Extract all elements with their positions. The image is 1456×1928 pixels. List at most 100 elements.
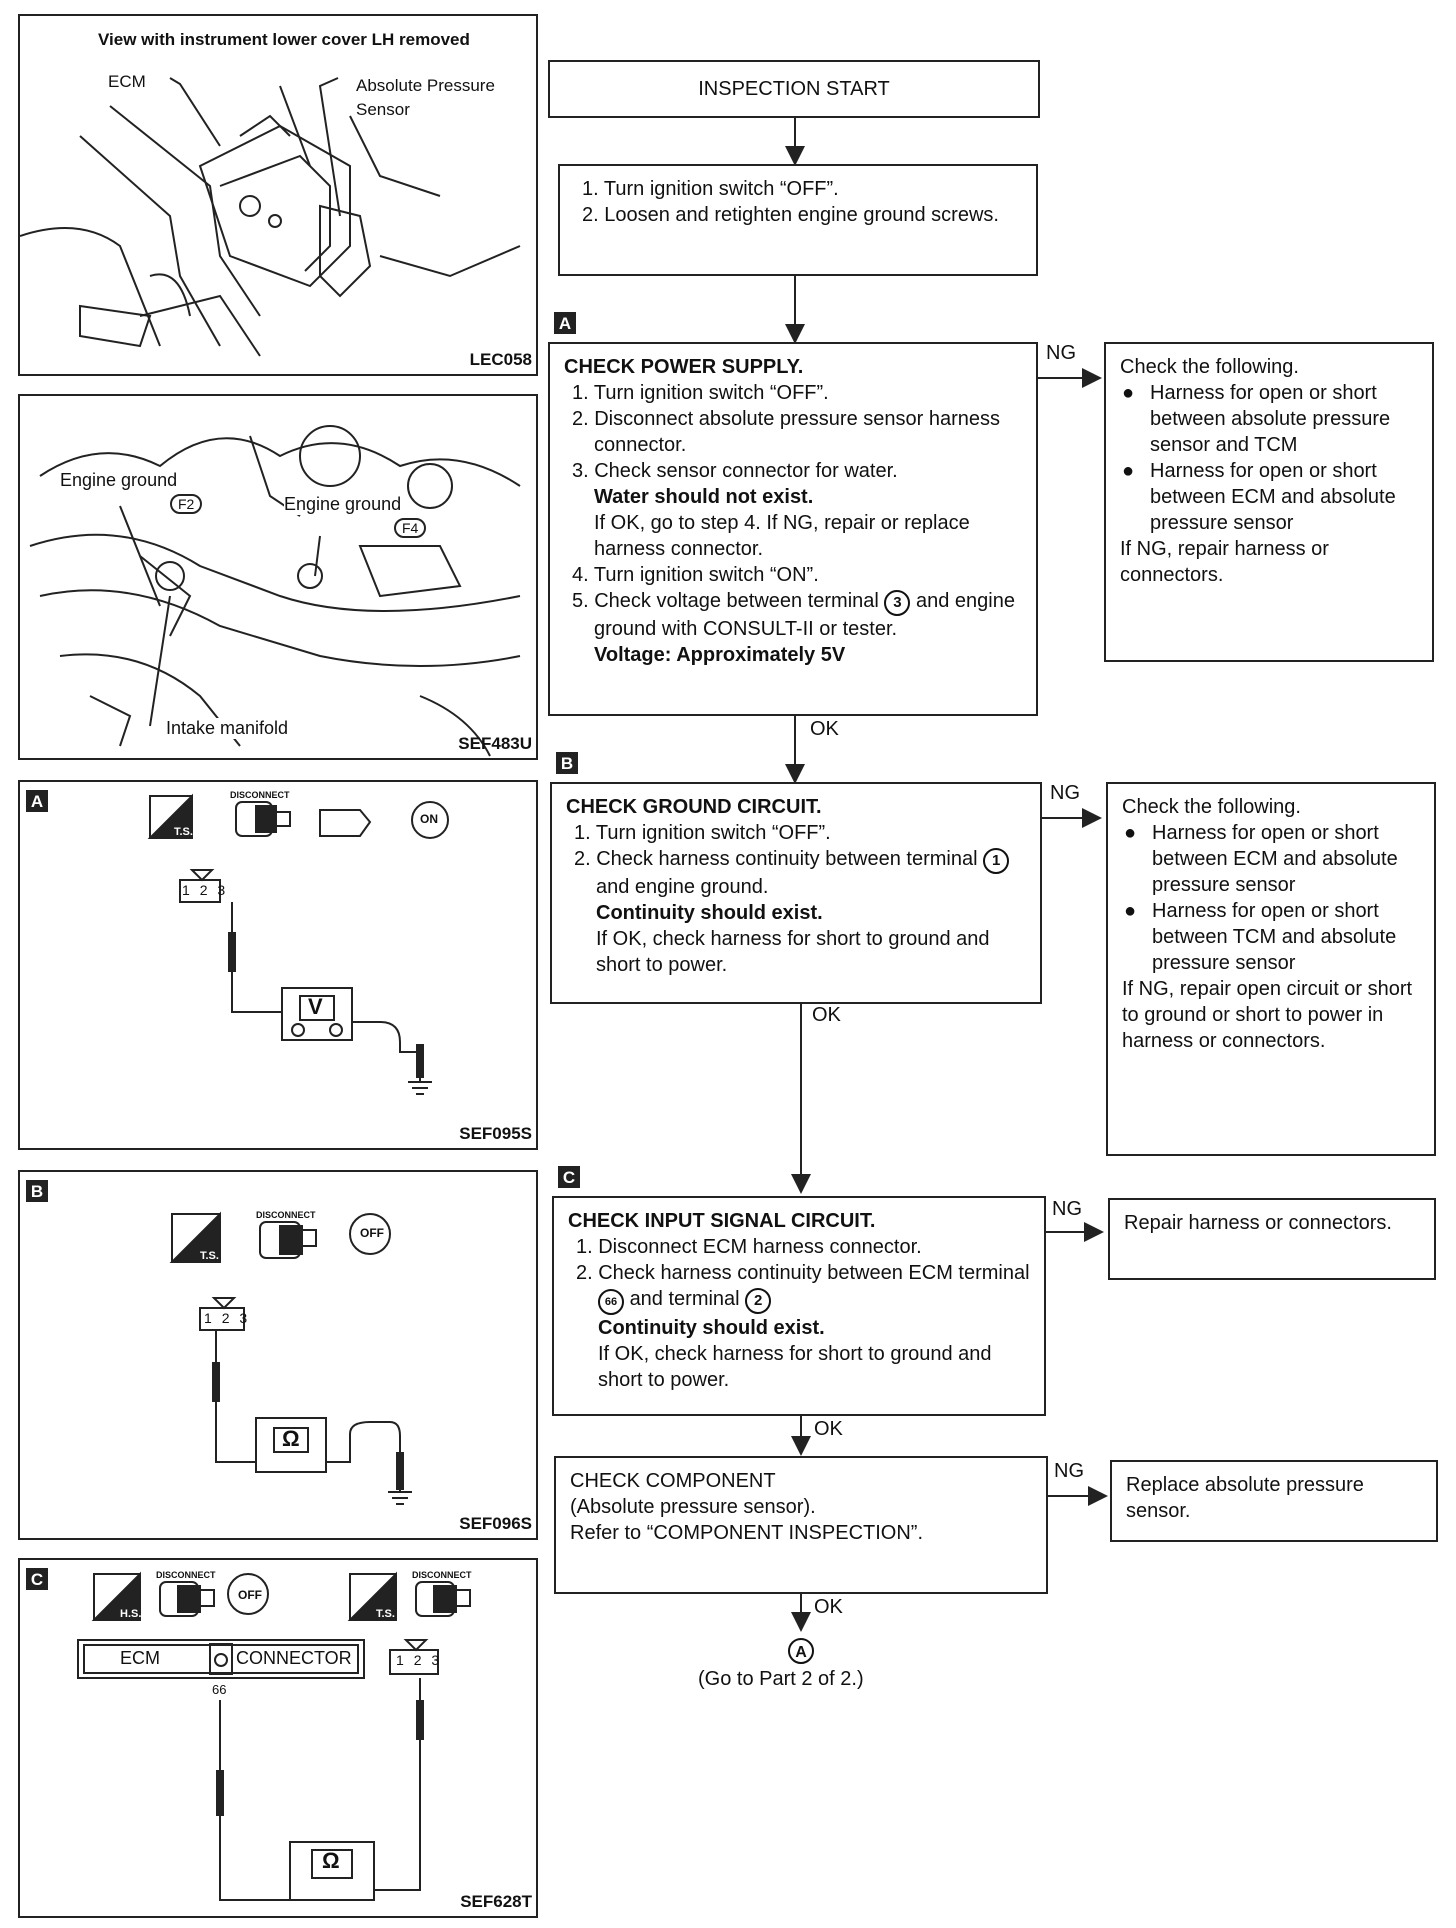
check-input-signal-box: CHECK INPUT SIGNAL CIRCUIT. 1. Disconnec… [552,1196,1046,1416]
figure-code: SEF095S [459,1124,532,1143]
hs-label: H.S. [120,1608,142,1620]
figure-caption: View with instrument lower cover LH remo… [98,30,470,49]
ignition-off-label: OFF [238,1588,262,1602]
connector-pins: 1 2 3 [396,1652,442,1668]
component-ok-label: OK [814,1596,843,1618]
figure-tag: C [26,1568,48,1590]
ignition-on-label: ON [420,812,438,826]
ohmmeter-label: Ω [282,1426,300,1451]
ecm-label: ECM [120,1648,160,1668]
step-a-3-spec: Water should not exist. [594,486,814,508]
step-a-ng-footer: If NG, repair harness or connectors. [1120,538,1329,586]
figure-code: LEC058 [469,350,532,369]
continue-text: (Go to Part 2 of 2.) [698,1668,864,1690]
connector-label: CONNECTOR [236,1648,352,1668]
step-a-2: 2. Disconnect absolute pressure sensor h… [572,408,1001,456]
step-c-tag: C [558,1166,580,1188]
component-line-3: Refer to “COMPONENT INSPECTION”. [570,1522,924,1544]
figure-a: A T.S. DISCONNECT ON 1 2 3 V [18,780,538,1150]
step-c-title: CHECK INPUT SIGNAL CIRCUIT. [568,1210,876,1232]
terminal-66-marker: 66 [598,1289,624,1315]
pin-3: 3 [217,882,229,898]
disconnect-label-1: DISCONNECT [156,1570,216,1580]
step-b-2: 2. Check harness continuity between term… [566,846,1026,900]
pin-1: 1 [396,1652,407,1668]
figure-b: B T.S. DISCONNECT OFF 1 2 3 Ω SEF096S [18,1170,538,1540]
ecm-sensor-illustration [20,77,521,357]
figure-lec058: View with instrument lower cover LH remo… [18,14,538,376]
voltage-test-diagram [147,793,449,1095]
figure-tag: A [26,790,48,812]
prep-step-2: 2. Loosen and retighten engine ground sc… [582,204,999,226]
step-b-2-note: If OK, check harness for short to ground… [596,928,990,976]
ts-label: T.S. [174,826,193,838]
check-power-supply-box: CHECK POWER SUPPLY. 1. Turn ignition swi… [548,342,1038,716]
terminal-3-marker: 3 [884,590,911,616]
step-c-2-note: If OK, check harness for short to ground… [598,1343,992,1391]
engine-ground-illustration [29,425,521,757]
disconnect-label: DISCONNECT [230,790,290,800]
step-b-ng-item-1: Harness for open or short between ECM an… [1122,820,1420,898]
step-a-ok-label: OK [810,718,839,740]
component-line-2: (Absolute pressure sensor). [570,1496,816,1518]
disconnect-label-2: DISCONNECT [412,1570,472,1580]
intake-manifold-label: Intake manifold [166,718,289,739]
step-b-tag: B [556,752,578,774]
pin-2: 2 [221,1310,233,1326]
pin-1: 1 [182,882,193,898]
voltmeter-label: V [308,994,323,1019]
step-a-1: 1. Turn ignition switch “OFF”. [572,382,829,404]
continuity-test-diagram [169,1211,412,1505]
preparation-box: 1. Turn ignition switch “OFF”. 2. Loosen… [558,164,1038,276]
step-a-3-note: If OK, go to step 4. If NG, repair or re… [594,512,970,560]
step-a-ng-title: Check the following. [1120,356,1299,378]
pin-2: 2 [199,882,211,898]
step-b-ng-title: Check the following. [1122,796,1301,818]
step-a-ng-item-2: Harness for open or short between ECM an… [1120,458,1418,536]
step-c-2: 2. Check harness continuity between ECM … [568,1260,1030,1315]
component-line-1: CHECK COMPONENT [570,1470,776,1492]
connector-pins: 1 2 3 [204,1310,250,1326]
step-a-ng-box: Check the following. Harness for open or… [1104,342,1434,662]
step-b-ng-item-2: Harness for open or short between TCM an… [1122,898,1420,976]
ecm-label: ECM [108,72,146,91]
step-c-ng-label: NG [1052,1198,1082,1220]
component-ng-box: Replace absolute pressure sensor. [1110,1460,1438,1542]
ohmmeter-label: Ω [322,1848,340,1873]
step-b-ng-box: Check the following. Harness for open or… [1106,782,1436,1156]
component-ng-label: NG [1054,1460,1084,1482]
step-a-5: 5. Check voltage between terminal 3 and … [572,590,1015,640]
step-a-ng-item-1: Harness for open or short between absolu… [1120,380,1418,458]
sensor-label: Absolute Pressure Sensor [356,76,495,119]
step-b-2-spec: Continuity should exist. [596,902,823,924]
step-c-ng-text: Repair harness or connectors. [1124,1212,1392,1234]
engine-ground-label-2: Engine ground [284,494,402,515]
connector-pins: 1 2 3 [182,882,228,898]
figure-c: C H.S. DI [18,1558,538,1918]
pin-1: 1 [204,1310,215,1326]
pin-3: 3 [239,1310,251,1326]
check-component-box: CHECK COMPONENT (Absolute pressure senso… [554,1456,1048,1594]
check-ground-circuit-box: CHECK GROUND CIRCUIT. 1. Turn ignition s… [550,782,1042,1004]
terminal-2-marker: 2 [745,1288,772,1314]
pin-3: 3 [431,1652,443,1668]
engine-ground-label-1: Engine ground [60,470,178,491]
figure-sef483u: Engine ground F2 Engine ground F4 Intake… [18,394,538,760]
figure-code: SEF628T [460,1892,532,1911]
prep-step-1: 1. Turn ignition switch “OFF”. [582,178,839,200]
figure-code: SEF483U [458,734,532,753]
step-a-ng-label: NG [1046,342,1076,364]
step-a-tag: A [554,312,576,334]
connector-f4: F4 [394,518,427,538]
step-c-ok-label: OK [814,1418,843,1440]
pin-2: 2 [413,1652,425,1668]
step-a-title: CHECK POWER SUPPLY. [564,356,804,378]
step-b-1: 1. Turn ignition switch “OFF”. [574,822,831,844]
ecm-terminal-number: 66 [212,1682,227,1697]
inspection-start-label: INSPECTION START [698,78,890,100]
terminal-1-marker: 1 [983,848,1010,874]
step-a-3: 3. Check sensor connector for water. [572,460,898,482]
ignition-off-label: OFF [360,1226,384,1240]
step-c-ng-box: Repair harness or connectors. [1108,1198,1436,1280]
